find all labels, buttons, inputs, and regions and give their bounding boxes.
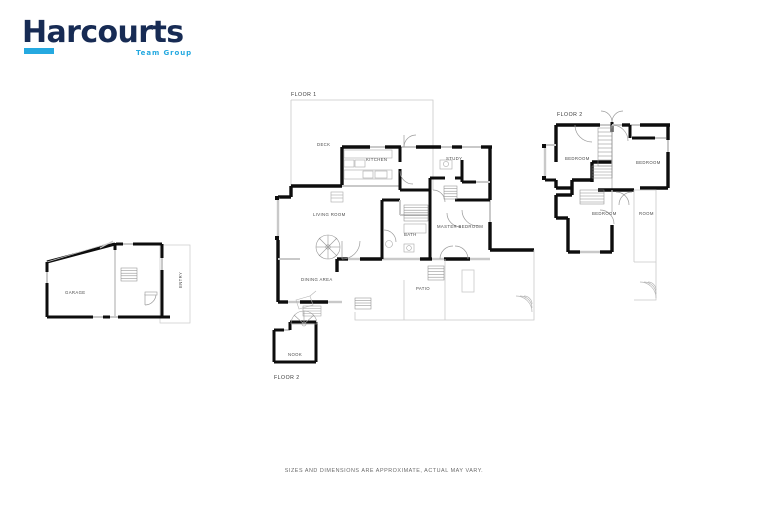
brand-name: Harcourts (22, 15, 184, 50)
room-label-garage: GARAGE (65, 290, 86, 295)
disclaimer-text: SIZES AND DIMENSIONS ARE APPROXIMATE, AC… (284, 468, 484, 474)
room-label-bedroom-3: BEDROOM (592, 211, 617, 216)
room-label-study: STUDY (446, 156, 463, 161)
spiral-stair-floor1 (315, 234, 341, 260)
plan-title-nook-floor2: FLOOR 2 (274, 375, 300, 381)
room-label-dining-area: DINING AREA (301, 277, 333, 282)
garage-plan (45, 240, 191, 324)
room-label-deck: DECK (317, 142, 331, 147)
room-label-nook: NOOK (288, 352, 303, 357)
harcourts-logo: Harcourts Team Group (22, 18, 222, 66)
brand-tagline: Team Group (135, 49, 192, 57)
room-label-kitchen: KITCHEN (366, 157, 388, 162)
nook-plan (272, 310, 318, 364)
room-label-entry: ENTRY (178, 271, 183, 288)
floor1-plan (275, 99, 535, 321)
room-label-living-room: LIVING ROOM (313, 212, 346, 217)
room-label-bedroom-2: BEDROOM (636, 160, 661, 165)
room-label-bath: BATH (404, 232, 417, 237)
brand-accent-dash (24, 48, 54, 54)
floor2-plan (542, 110, 670, 301)
plan-title-floor1: FLOOR 1 (291, 92, 317, 98)
room-label-master-bedroom: MASTER BEDROOM (437, 224, 484, 229)
room-label-patio: PATIO (416, 286, 431, 291)
plan-title-floor2: FLOOR 2 (557, 112, 583, 118)
room-label-room: ROOM (639, 211, 654, 216)
room-label-bedroom-1: BEDROOM (565, 156, 590, 161)
